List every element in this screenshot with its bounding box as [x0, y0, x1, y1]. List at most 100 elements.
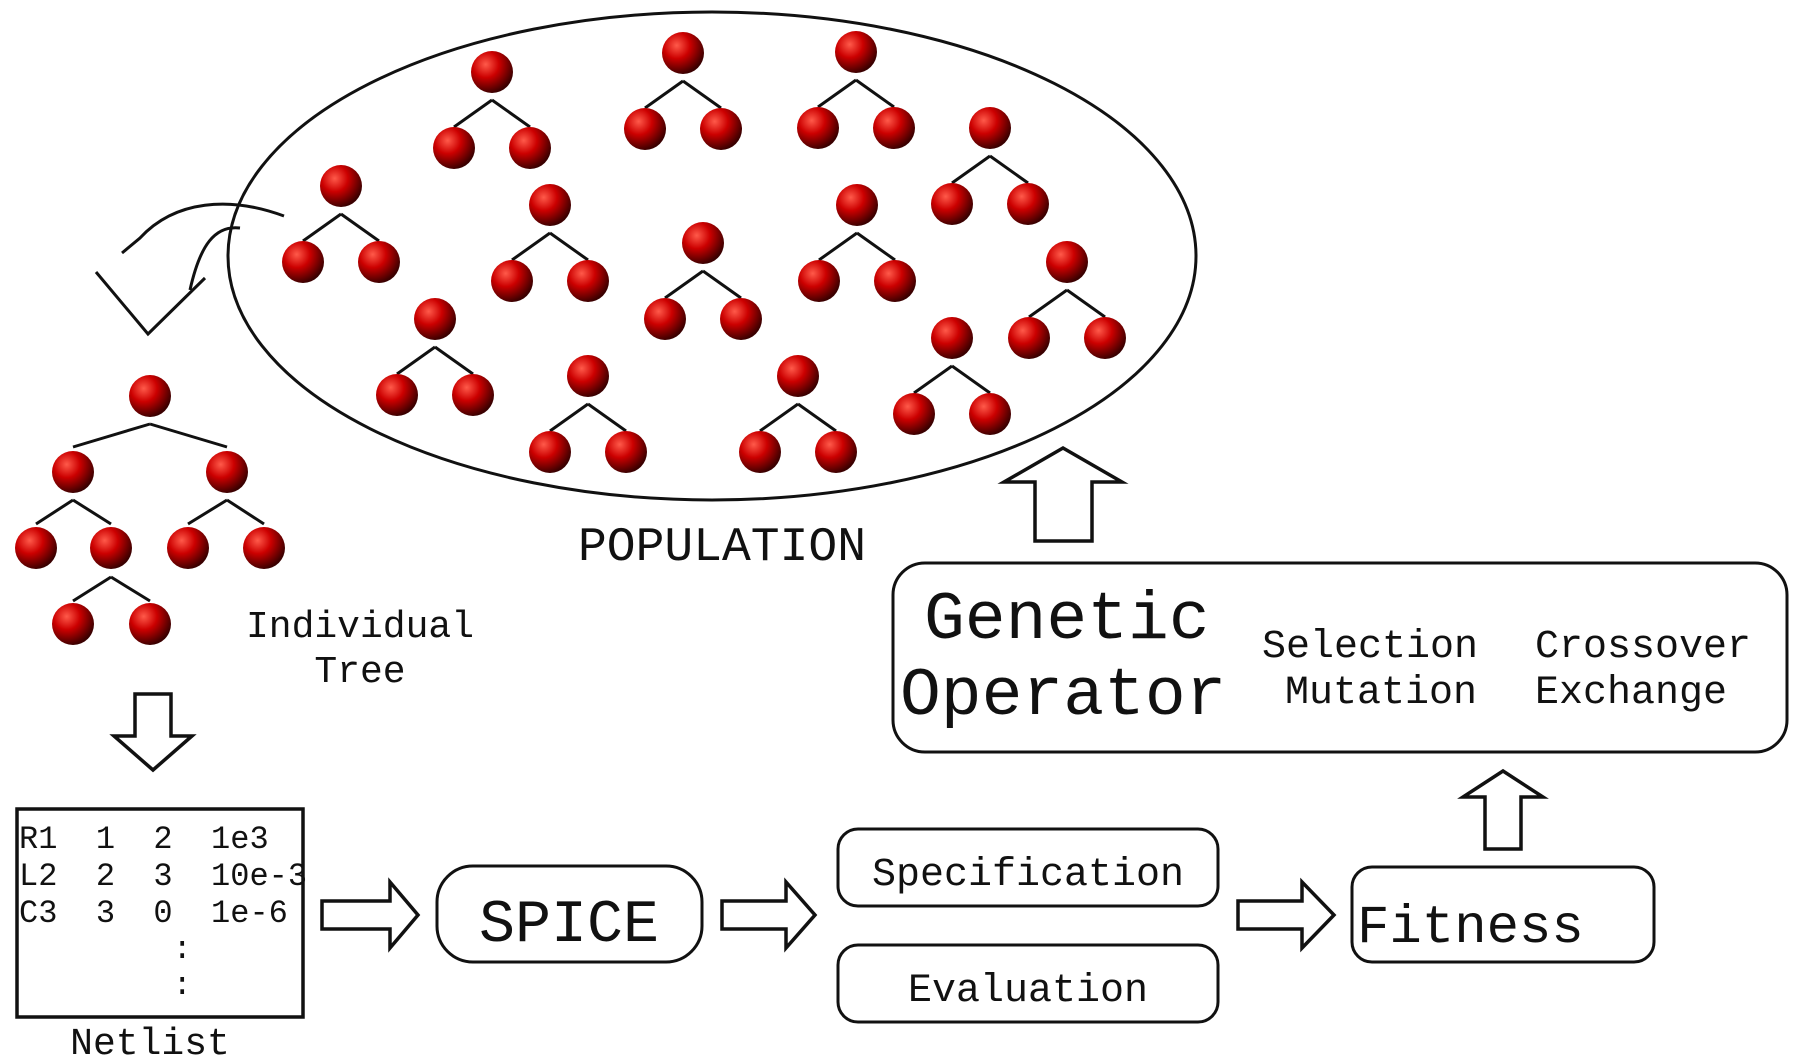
- tree-node: [893, 393, 935, 435]
- population-ellipse: [226, 10, 1198, 502]
- tree-edge: [682, 79, 722, 110]
- tree-edge: [817, 78, 857, 109]
- spice-box: [435, 864, 704, 964]
- tree-edge: [549, 231, 589, 262]
- tree-node: [243, 527, 285, 569]
- tree-node: [836, 184, 878, 226]
- tree-edge: [702, 269, 742, 300]
- tree-node: [1007, 183, 1049, 225]
- tree-node: [873, 107, 915, 149]
- tree-node: [206, 451, 248, 493]
- genetic-operator-title-line2: Operator: [900, 658, 1226, 735]
- population-tree: [798, 184, 916, 302]
- netlist-line-4: :: [19, 931, 192, 968]
- tree-node: [739, 431, 781, 473]
- evaluation-to-fitness-arrow: [1236, 877, 1337, 953]
- specification-label: Specification: [872, 853, 1184, 898]
- tree-edge: [491, 98, 531, 129]
- tree-node: [682, 222, 724, 264]
- tree-node: [567, 355, 609, 397]
- tree-node: [414, 298, 456, 340]
- individual-label-line2: Tree: [314, 651, 405, 694]
- population-tree: [931, 107, 1049, 225]
- tree-node: [52, 603, 94, 645]
- tree-node: [567, 260, 609, 302]
- tree-to-netlist-arrow: [109, 692, 197, 773]
- tree-edge: [951, 154, 991, 185]
- population-tree: [529, 355, 647, 473]
- tree-node: [52, 451, 94, 493]
- tree-edge: [797, 402, 837, 433]
- tree-edge: [989, 154, 1029, 185]
- tree-edge: [187, 498, 228, 526]
- tree-node: [15, 527, 57, 569]
- population-tree: [1008, 241, 1126, 359]
- tree-edge: [35, 498, 74, 526]
- tree-node: [605, 431, 647, 473]
- population-tree: [376, 298, 494, 416]
- tree-node: [129, 603, 171, 645]
- operator-mutation: Mutation: [1285, 671, 1477, 716]
- population-tree: [893, 317, 1011, 435]
- spice-to-evaluation-arrow: [720, 877, 818, 953]
- tree-edge: [302, 212, 342, 243]
- tree-node: [1084, 317, 1126, 359]
- tree-edge: [72, 575, 112, 603]
- tree-node: [471, 51, 513, 93]
- tree-node: [491, 260, 533, 302]
- tree-edge: [453, 98, 493, 129]
- netlist-line-2: L2 2 3 10e-3: [19, 858, 307, 895]
- population-tree: [282, 165, 400, 283]
- tree-node: [815, 431, 857, 473]
- tree-node: [644, 298, 686, 340]
- tree-edge: [855, 78, 895, 109]
- netlist-caption: Netlist: [70, 1023, 230, 1062]
- tree-node: [320, 165, 362, 207]
- tree-node: [798, 260, 840, 302]
- genetic-operator-title-line1: Genetic: [924, 582, 1210, 659]
- genetic-operator-box: [891, 561, 1789, 754]
- fitness-label: Fitness: [1357, 898, 1584, 959]
- netlist-line-1: R1 1 2 1e3: [19, 821, 269, 858]
- tree-edge: [110, 575, 151, 603]
- tree-node: [931, 317, 973, 359]
- evaluation-box: [836, 943, 1220, 1024]
- tree-edge: [951, 364, 991, 395]
- tree-node: [167, 527, 209, 569]
- tree-edge: [340, 212, 380, 243]
- tree-edge: [511, 231, 551, 262]
- netlist-line-3: C3 3 0 1e-6: [19, 895, 288, 932]
- tree-node: [358, 241, 400, 283]
- tree-node: [662, 32, 704, 74]
- tree-edge: [644, 79, 684, 110]
- tree-node: [452, 374, 494, 416]
- tree-edge: [759, 402, 799, 433]
- tree-edge: [664, 269, 704, 300]
- tree-edge: [913, 364, 953, 395]
- population-tree: [644, 222, 762, 340]
- tree-edge: [72, 422, 151, 449]
- tree-edge: [72, 498, 112, 526]
- extract-individual-arrow: [94, 202, 285, 337]
- tree-node: [777, 355, 819, 397]
- tree-edge: [549, 402, 589, 433]
- tree-edge: [434, 345, 474, 376]
- fitness-to-operator-arrow: [1457, 768, 1549, 851]
- netlist-box: [15, 807, 305, 1019]
- tree-node: [1008, 317, 1050, 359]
- individual-tree: [15, 375, 285, 645]
- tree-node: [700, 108, 742, 150]
- tree-edge: [1066, 288, 1106, 319]
- tree-node: [529, 431, 571, 473]
- tree-edge: [856, 231, 896, 262]
- tree-node: [969, 393, 1011, 435]
- tree-node: [797, 107, 839, 149]
- population-label: POPULATION: [578, 521, 866, 575]
- tree-edge: [1028, 288, 1068, 319]
- population-tree: [433, 51, 551, 169]
- netlist-to-spice-arrow: [320, 877, 421, 953]
- population-tree: [491, 184, 609, 302]
- population-tree: [797, 31, 915, 149]
